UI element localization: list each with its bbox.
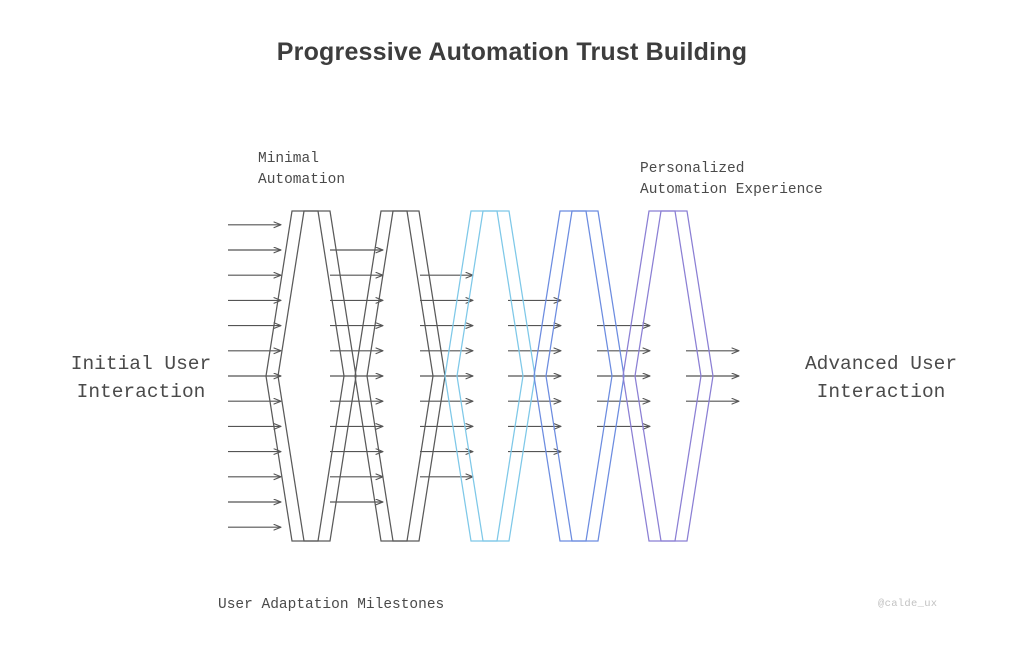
arrow-column-[object Object] bbox=[420, 275, 473, 477]
stage-shape-2 bbox=[354, 210, 446, 542]
stage-shape-5 bbox=[622, 210, 714, 542]
stage-shape-1 bbox=[265, 210, 357, 542]
arrow-column-[object Object] bbox=[228, 225, 281, 527]
diagram-caption: User Adaptation Milestones bbox=[218, 597, 445, 613]
stage-label-personalized-automation: Personalized Automation Experience bbox=[640, 161, 823, 198]
arrow-column-[object Object] bbox=[508, 300, 561, 451]
stage-shape-4 bbox=[533, 210, 625, 542]
arrow-layer bbox=[228, 225, 739, 527]
stage-label-minimal-automation: Minimal Automation bbox=[258, 151, 346, 188]
stage-layer bbox=[265, 210, 714, 542]
watermark: @calde_ux bbox=[878, 598, 938, 610]
page-title: Progressive Automation Trust Building bbox=[276, 38, 748, 66]
stage-shape-3 bbox=[444, 210, 536, 542]
output-side-label: Advanced User Interaction bbox=[804, 353, 958, 403]
input-side-label: Initial User Interaction bbox=[70, 353, 212, 403]
